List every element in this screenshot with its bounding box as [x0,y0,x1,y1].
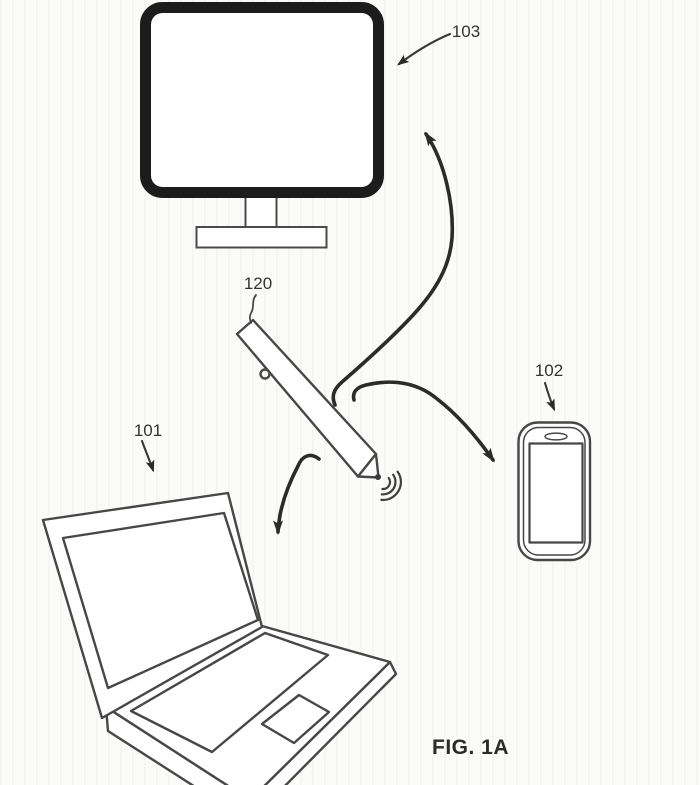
signal-waves-icon [380,470,402,502]
label-stylus: 120 [244,274,272,293]
stylus-tip [356,452,380,479]
arrow-stylus-to-monitor [331,131,455,407]
laptop-lid-screen [61,511,260,690]
label-smartphone: 102 [535,361,563,380]
label-laptop: 101 [134,421,162,440]
monitor-screen [140,2,384,198]
label-arrow-102 [543,381,556,412]
label-monitor: 103 [452,22,480,41]
reference-callouts: 103 120 101 102 [134,22,563,473]
laptop-drawing [41,491,398,785]
smartphone-screen [528,442,584,544]
monitor-drawing [140,2,384,249]
laptop-keyboard-area [129,631,330,754]
label-arrow-101 [140,439,155,473]
stylus-drawing [235,318,402,502]
label-leader-120 [248,294,257,324]
monitor-stand-base [195,226,328,249]
connection-arrows [273,131,495,535]
label-arrow-103 [396,32,452,66]
laptop-trackpad [260,693,331,745]
stylus-tip-point [375,474,381,480]
figure-caption: FIG. 1A [432,736,509,759]
smartphone-drawing [517,421,592,562]
smartphone-speaker [544,432,568,441]
arrow-stylus-to-laptop [273,453,321,535]
arrow-stylus-to-phone [351,380,495,463]
